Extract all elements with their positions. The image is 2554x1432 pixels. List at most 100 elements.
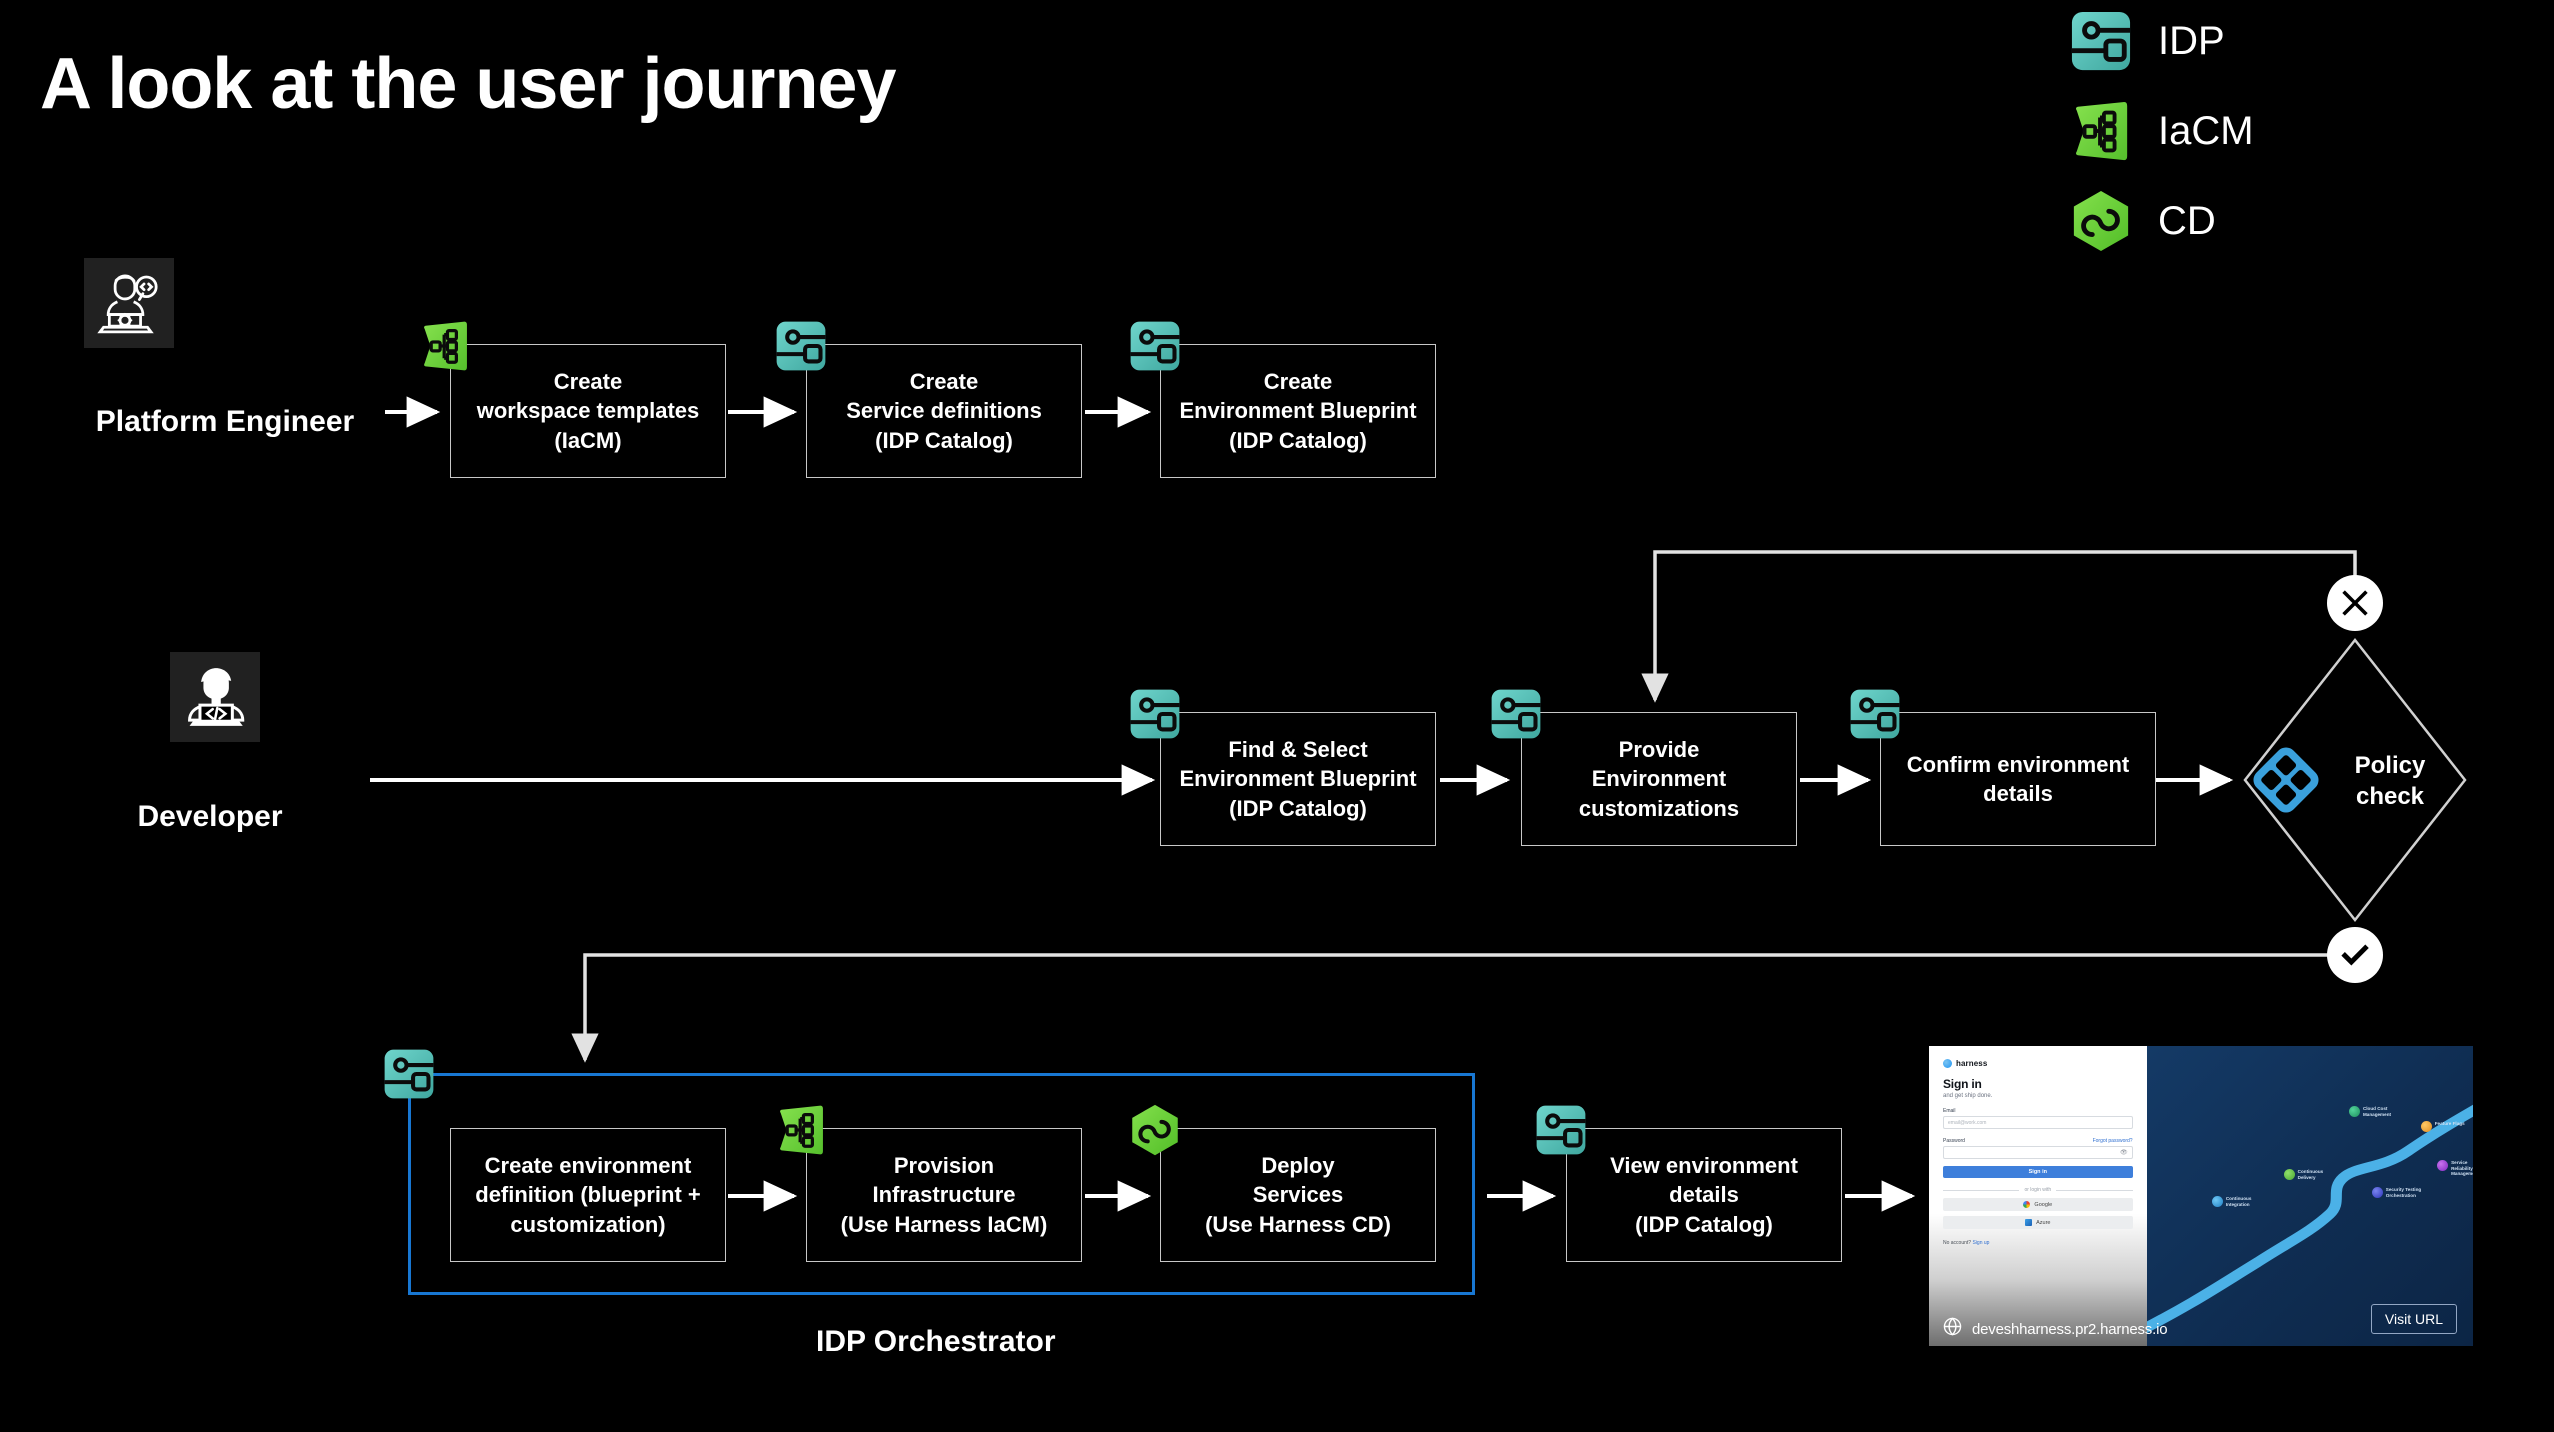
cd-module-icon: [2070, 190, 2132, 252]
policy-diamond-icon: [2248, 742, 2324, 818]
step-view-environment-details[interactable]: View environment details (IDP Catalog): [1536, 1105, 1842, 1262]
persona-platform-engineer: [84, 258, 174, 348]
azure-icon: [2025, 1219, 2033, 1226]
journey-illustration-panel: Continuous Integration Continuous Delive…: [2146, 1046, 2473, 1346]
idp-badge-icon: [1490, 688, 1542, 740]
sso-google-label: Google: [2034, 1201, 2053, 1208]
idp-orchestrator-label: IDP Orchestrator: [816, 1325, 1056, 1358]
legend-label-cd: CD: [2158, 199, 2216, 243]
step-create-service-definitions[interactable]: Create Service definitions (IDP Catalog): [776, 321, 1082, 478]
step-label: Create Environment Blueprint (IDP Catalo…: [1179, 369, 1417, 453]
password-field[interactable]: 👁: [1943, 1146, 2133, 1159]
legend-label-idp: IDP: [2158, 19, 2225, 63]
journey-node-service-reliability-management: Service Reliability Management: [2437, 1160, 2473, 1177]
journey-node-continuous-integration: Continuous Integration: [2211, 1196, 2252, 1207]
idp-badge-icon: [775, 320, 827, 372]
step-deploy-services[interactable]: Deploy Services (Use Harness CD): [1132, 1104, 1436, 1262]
step-label: Deploy Services (Use Harness CD): [1205, 1153, 1391, 1237]
email-label: Email: [1943, 1108, 1956, 1114]
divider-label: or login with: [2024, 1187, 2052, 1193]
signup-link[interactable]: Sign up: [1972, 1240, 1990, 1246]
ci-node-label: Continuous Integration: [2225, 1196, 2252, 1207]
show-password-eye-icon[interactable]: 👁: [2119, 1150, 2128, 1156]
signin-heading: Sign in: [1943, 1077, 1982, 1091]
sto-node-dot: [2371, 1187, 2383, 1198]
preview-url-bar: deveshharness.pr2.harness.io: [1929, 1312, 2473, 1346]
globe-icon: [1942, 1316, 1963, 1342]
email-field[interactable]: email@work.com: [1943, 1116, 2133, 1129]
iacm-badge-icon: [775, 1104, 827, 1156]
idp-badge-icon: [1535, 1104, 1587, 1156]
persona-developer: [170, 652, 260, 742]
legend-label-iacm: IaCM: [2158, 109, 2254, 153]
step-label: Find & Select Environment Blueprint (IDP…: [1179, 737, 1417, 821]
persona-label-platform-engineer: Platform Engineer: [95, 405, 355, 438]
legend-item-idp: IDP: [2070, 8, 2254, 74]
journey-node-cloud-cost-management: Cloud Cost Management: [2348, 1106, 2392, 1117]
preview-url-text: deveshharness.pr2.harness.io: [1972, 1320, 2168, 1338]
sso-google-button[interactable]: Google: [1943, 1198, 2133, 1211]
ci-node-dot: [2211, 1196, 2223, 1207]
sto-node-label: Security Testing Orchestration: [2385, 1187, 2422, 1198]
idp-module-icon: [2070, 10, 2132, 72]
ff-node-dot: [2420, 1121, 2432, 1132]
sso-azure-button[interactable]: Azure: [1943, 1216, 2133, 1229]
idp-badge-icon: [1129, 320, 1181, 372]
step-create-environment-blueprint[interactable]: Create Environment Blueprint (IDP Catalo…: [1130, 321, 1436, 478]
platform-engineer-avatar-icon: [84, 258, 174, 348]
step-provision-infrastructure[interactable]: Provision Infrastructure (Use Harness Ia…: [780, 1105, 1082, 1262]
page-title: A look at the user journey: [40, 44, 897, 124]
ccm-node-label: Cloud Cost Management: [2362, 1106, 2392, 1117]
signin-submit-button[interactable]: Sign in: [1943, 1166, 2133, 1178]
srm-node-dot: [2437, 1160, 2449, 1171]
idp-badge-icon: [1849, 688, 1901, 740]
journey-node-continuous-delivery: Continuous Delivery: [2283, 1169, 2324, 1180]
step-label: Create environment definition (blueprint…: [475, 1153, 701, 1237]
step-confirm-environment-details[interactable]: Confirm environment details: [1850, 689, 2156, 846]
sso-azure-label: Azure: [2036, 1219, 2051, 1226]
no-account-text: No account?: [1943, 1240, 1972, 1246]
decision-label-policy-check: Policy check: [2354, 752, 2426, 811]
password-label: Password: [1943, 1138, 1965, 1144]
harness-logo: harness: [1943, 1059, 2133, 1068]
forgot-password-link[interactable]: Forgot password?: [2092, 1138, 2133, 1144]
srm-node-label: Service Reliability Management: [2451, 1160, 2473, 1177]
journey-node-feature-flags: Feature Flags: [2420, 1121, 2465, 1132]
cd-node-label: Continuous Delivery: [2297, 1169, 2324, 1180]
journey-node-security-testing-orchestration: Security Testing Orchestration: [2371, 1187, 2422, 1198]
step-create-environment-definition[interactable]: Create environment definition (blueprint…: [450, 1128, 726, 1262]
step-label: View environment details (IDP Catalog): [1610, 1153, 1798, 1237]
harness-signin-preview-card[interactable]: harness Sign in and get ship done. Email…: [1929, 1046, 2473, 1346]
module-legend: IDP IaCM: [2070, 8, 2254, 254]
iacm-badge-icon: [419, 320, 471, 372]
legend-item-iacm: IaCM: [2070, 98, 2254, 164]
iacm-module-icon: [2070, 100, 2132, 162]
legend-item-cd: CD: [2070, 188, 2254, 254]
harness-logo-mark: [1943, 1059, 1952, 1068]
step-create-workspace-templates[interactable]: Create workspace templates (IaCM): [424, 321, 726, 478]
step-label: Create Service definitions (IDP Catalog): [846, 369, 1042, 453]
cd-node-dot: [2283, 1169, 2295, 1180]
developer-avatar-icon: [170, 652, 260, 742]
ff-node-label: Feature Flags: [2434, 1121, 2465, 1126]
approve-check-icon: [2327, 927, 2383, 983]
divider-or-login-with: or login with: [1943, 1187, 2133, 1193]
step-find-select-environment-blueprint[interactable]: Find & Select Environment Blueprint (IDP…: [1130, 689, 1436, 846]
step-label: Confirm environment details: [1906, 751, 2130, 806]
ccm-node-dot: [2348, 1106, 2360, 1117]
step-label: Create workspace templates (IaCM): [476, 369, 700, 453]
visit-url-button[interactable]: Visit URL: [2370, 1304, 2457, 1334]
idp-badge-icon: [1129, 688, 1181, 740]
reject-x-icon: [2327, 575, 2383, 631]
step-label: Provide Environment customizations: [1578, 737, 1740, 821]
email-placeholder: email@work.com: [1948, 1119, 1987, 1126]
step-label: Provision Infrastructure (Use Harness Ia…: [840, 1153, 1048, 1237]
idp-orchestrator-group: [408, 1073, 1475, 1295]
journey-path-illustration: [2146, 1104, 2473, 1334]
step-provide-environment-customizations[interactable]: Provide Environment customizations: [1491, 689, 1797, 846]
google-icon: [2023, 1201, 2031, 1208]
no-account-row: No account? Sign up: [1943, 1240, 2133, 1246]
harness-logo-text: harness: [1956, 1059, 1988, 1068]
signin-panel: harness Sign in and get ship done. Email…: [1929, 1046, 2147, 1346]
